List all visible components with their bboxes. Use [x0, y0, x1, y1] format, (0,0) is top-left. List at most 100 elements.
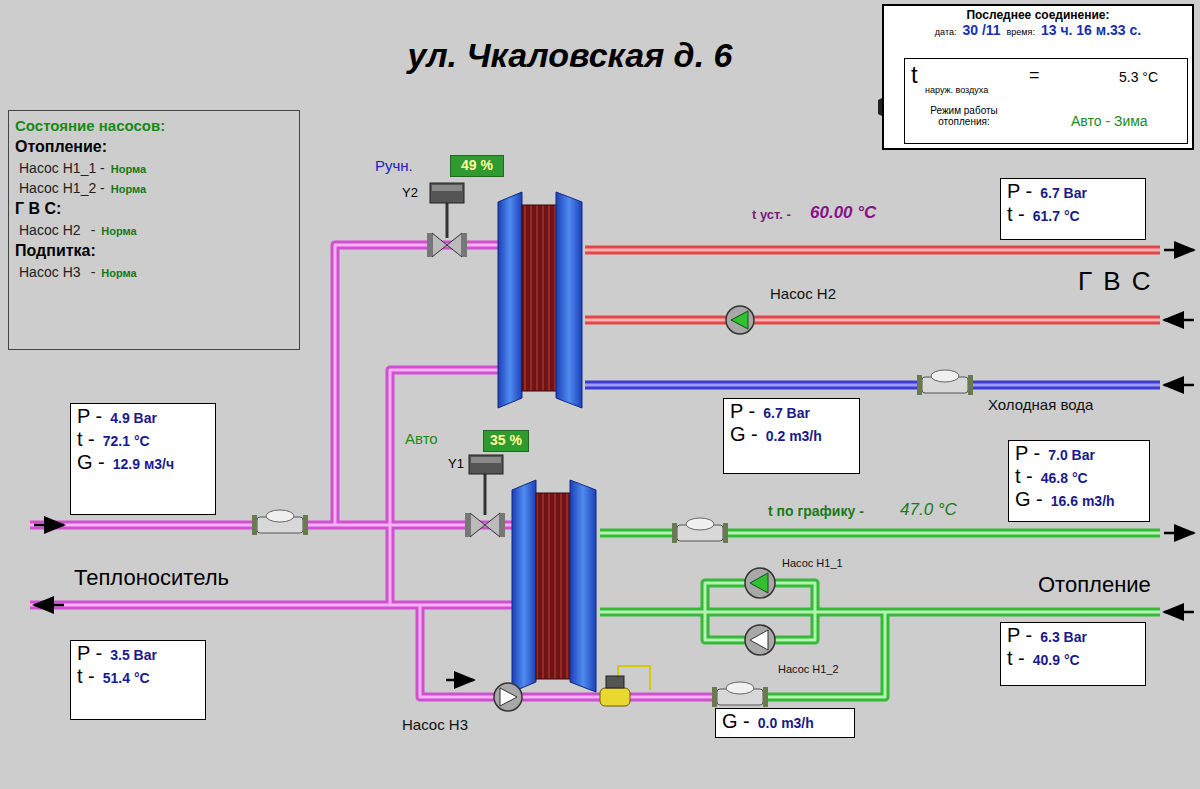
flow-meter — [672, 523, 677, 543]
flow-arrow — [1164, 611, 1194, 614]
heat-exchanger — [556, 192, 582, 408]
pump-symbol — [745, 625, 775, 655]
reading-text: 5.3 °C — [1119, 69, 1158, 85]
flow-meter — [968, 375, 973, 395]
heat-exchanger — [522, 205, 558, 391]
text-row: G - 16.6 m3/h — [1015, 488, 1143, 511]
wall-icon — [878, 60, 906, 148]
valve-tag: Y1 — [448, 456, 464, 471]
pump-label: Насос Н3 — [402, 716, 468, 733]
text-row: P -7.0 Bar — [1015, 442, 1143, 465]
outdoor-info-box: tнаруж. воздуха=5.3 °CРежим работы отопл… — [904, 58, 1188, 144]
reading-text: 3.5 Bar — [110, 647, 157, 663]
reading-text: G - — [730, 423, 758, 446]
reading-text: Отопление: — [15, 138, 107, 156]
reading-text: G - — [1015, 488, 1043, 511]
valve-mode: Ручн. — [375, 157, 413, 174]
solenoid-valve — [606, 676, 624, 688]
reading-text: время: — [1007, 27, 1035, 37]
reading-text: - — [91, 264, 96, 280]
reading-text: t - — [77, 665, 95, 688]
text-row: 49 % — [457, 157, 497, 173]
pipe-network — [600, 533, 1160, 697]
reading-text: 72.1 °C — [103, 433, 150, 449]
value-box: G - 0.0 m3/h — [715, 708, 855, 738]
reading-text: - — [91, 222, 96, 238]
reading-text: 7.0 Bar — [1048, 447, 1095, 463]
reading-text: Г В С: — [15, 200, 61, 218]
pump-symbol — [500, 688, 517, 706]
reading-text: 46.8 °C — [1041, 470, 1088, 486]
pipe-network — [585, 250, 1160, 320]
reading-text: t - — [1007, 203, 1025, 226]
text-row: Насос Н3-Норма — [15, 264, 293, 280]
reading-text: 12.9 м3/ч — [113, 456, 174, 472]
text-row: t -51.4 °C — [77, 665, 199, 688]
reading-text: P - — [77, 642, 102, 665]
value-box: P -7.0 Bart - 46.8 °C G - 16.6 m3/h — [1008, 440, 1150, 522]
reading-text: Подпитка: — [15, 242, 96, 260]
pump-label: Насос Н1_1 — [782, 557, 843, 569]
reading-text: 13 ч. 16 м.33 с. — [1041, 22, 1141, 38]
text-row: P -4.9 Bar — [77, 405, 209, 428]
reading-text: P - — [730, 400, 755, 423]
reading-text: 49 % — [461, 157, 493, 173]
pump-symbol — [750, 573, 768, 593]
heat-exchanger — [498, 192, 522, 408]
setpoint-label: t уст. - — [752, 207, 791, 222]
flow-arrow — [1164, 532, 1194, 535]
reading-text: 16.6 m3/h — [1051, 493, 1115, 509]
reading-text: 0.0 m3/h — [758, 715, 814, 731]
value-box: P -4.9 Bart -72.1 °CG -12.9 м3/ч — [70, 403, 216, 515]
flow-meter — [763, 687, 768, 707]
text-row: Насос Н1_1 -Норма — [15, 160, 293, 176]
pump-symbol — [726, 306, 754, 334]
text-row: Г В С: — [15, 200, 293, 218]
pump-symbol — [745, 568, 775, 598]
control-valve — [446, 203, 449, 238]
reading-text: Состояние насосов: — [15, 117, 165, 134]
control-valve — [484, 473, 487, 515]
text-row: t - 46.8 °C — [1015, 465, 1143, 488]
flow-arrow — [1164, 384, 1194, 387]
reading-text: t - — [1015, 465, 1033, 488]
value-box: P - 3.5 Bar t -51.4 °C — [70, 640, 206, 720]
control-valve — [470, 513, 485, 537]
flow-meter — [252, 510, 308, 535]
reading-text: наруж. воздуха — [925, 85, 988, 95]
text-row: P -6.3 Bar — [1007, 624, 1139, 647]
flow-meter — [931, 370, 959, 382]
text-row: t - 72.1 °C — [77, 428, 209, 451]
text-row: дата:30 /11время:13 ч. 16 м.33 с. — [890, 22, 1186, 38]
pump-symbol — [494, 683, 522, 711]
text-row: Насос Н1_2 - Норма — [15, 180, 293, 196]
control-valve — [430, 183, 464, 203]
reading-text: G - — [722, 710, 750, 733]
control-valve — [447, 233, 462, 257]
control-valve — [471, 457, 501, 463]
circuit-name: Отопление — [1038, 572, 1151, 598]
control-valve — [485, 513, 500, 537]
reading-text: Норма — [111, 183, 146, 195]
heat-exchanger — [512, 480, 536, 692]
solenoid-valve — [600, 666, 650, 706]
reading-text: 6.7 Bar — [1040, 185, 1087, 201]
heat-exchanger — [570, 480, 596, 692]
pipe-network — [585, 384, 1160, 387]
reading-text: 6.7 Bar — [763, 405, 810, 421]
reading-text: 6.3 Bar — [1040, 629, 1087, 645]
control-valve — [465, 513, 470, 537]
flow-meter — [917, 370, 973, 395]
reading-text: = — [1029, 65, 1040, 86]
reading-text: t - — [77, 428, 95, 451]
reading-text: дата: — [935, 27, 957, 37]
pump-symbol — [494, 683, 522, 711]
flow-meter — [672, 518, 728, 543]
valve-percent: 49 % — [450, 155, 504, 177]
flow-arrow — [34, 604, 64, 607]
flow-meter — [266, 510, 294, 522]
wall-icon — [886, 60, 906, 148]
reading-text: Насос Н1_2 - — [19, 180, 105, 196]
solenoid-valve — [600, 688, 630, 706]
heat-exchanger — [512, 480, 596, 692]
